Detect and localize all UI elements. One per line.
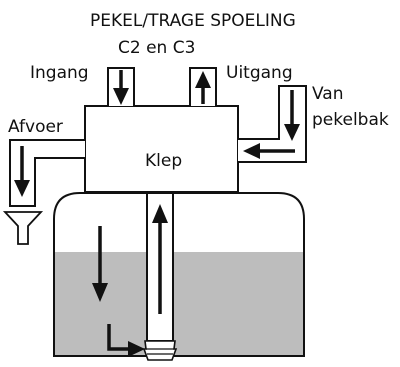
drain-down-arrow-icon [14, 146, 30, 197]
outlet-up-arrow-icon [195, 71, 211, 104]
valve-label: Klep [145, 151, 182, 171]
drain-line [9, 139, 85, 207]
diagram-title: PEKEL/TRAGE SPOELING [90, 11, 296, 31]
drain-funnel-icon [2, 211, 44, 245]
distributor-inflow-arrow-icon [107, 324, 145, 357]
brine-line [238, 85, 307, 163]
riser-up-arrow-icon [152, 204, 168, 314]
from-brine-label-line1: Van [312, 84, 344, 104]
inlet-down-arrow-icon [113, 70, 129, 105]
bottom-distributor [142, 340, 178, 361]
inlet-label: Ingang [30, 63, 89, 83]
tank-water [55, 252, 303, 355]
valve-block [84, 105, 239, 193]
from-brine-label-line2: pekelbak [312, 110, 389, 130]
outlet-label: Uitgang [226, 63, 293, 83]
tank-down-arrow-icon [92, 226, 108, 302]
diagram-subtitle: C2 en C3 [118, 38, 195, 58]
drain-label: Afvoer [8, 117, 63, 137]
brine-down-arrow-icon [284, 90, 300, 141]
brine-left-arrow-icon [243, 143, 295, 159]
